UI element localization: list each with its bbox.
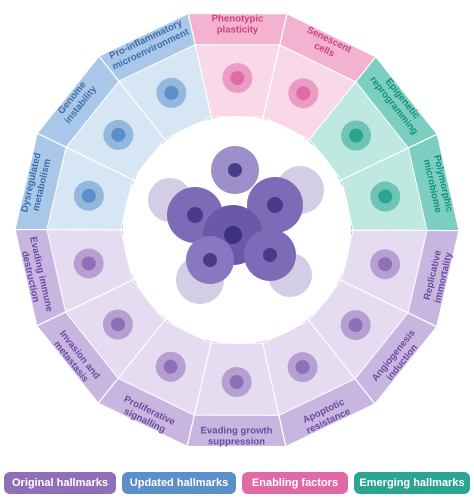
segment-proliferative-signalling [97, 318, 213, 448]
legend-emerging-hallmarks: Emerging hallmarks [354, 472, 470, 494]
segment-evading-growth-suppression [186, 340, 287, 448]
legend-original-hallmarks: Original hallmarks [4, 472, 116, 494]
legend-enabling-factors: Enabling factors [242, 472, 348, 494]
prohibition-icon [221, 366, 252, 397]
outer-ring [14, 12, 460, 448]
hallmarks-wheel: SenescentcellsEpigeneticreprogrammingPol… [14, 12, 460, 448]
senescent-cell-icon [288, 78, 319, 109]
segment-pro-inflammatory-microenvironment [98, 12, 213, 142]
mitochondrion-icon [73, 180, 104, 211]
segment-evading-immune-destruction [14, 228, 135, 327]
blood-vessel-icon [340, 310, 371, 341]
segment-phenotypic-plasticity [187, 12, 288, 120]
tumour-cell-cluster-icon [148, 146, 324, 304]
segment-dysregulated-metabolism [14, 132, 136, 231]
segment-apoptotic-resistance [261, 318, 376, 448]
segment-senescent-cells [261, 12, 377, 142]
apoptotic-cell-icon [287, 352, 318, 383]
migrating-cell-icon [102, 309, 133, 340]
dna-icon [155, 351, 186, 382]
immune-cell-icon [73, 248, 104, 279]
inflamed-cell-icon [156, 77, 187, 108]
chromatin-icon [341, 120, 372, 151]
spindle-cell-icon [222, 63, 253, 94]
segment-genome-instability [36, 55, 167, 182]
segment-epigenetic-reprogramming [307, 55, 439, 182]
legend-updated-hallmarks: Updated hallmarks [122, 472, 236, 494]
legend: Original hallmarks Updated hallmarks Ena… [0, 468, 474, 496]
broken-dna-icon [103, 119, 134, 150]
dividing-cell-icon [370, 249, 401, 280]
microbiome-icon [370, 181, 401, 212]
segment-angiogenesis-induction [307, 278, 438, 405]
